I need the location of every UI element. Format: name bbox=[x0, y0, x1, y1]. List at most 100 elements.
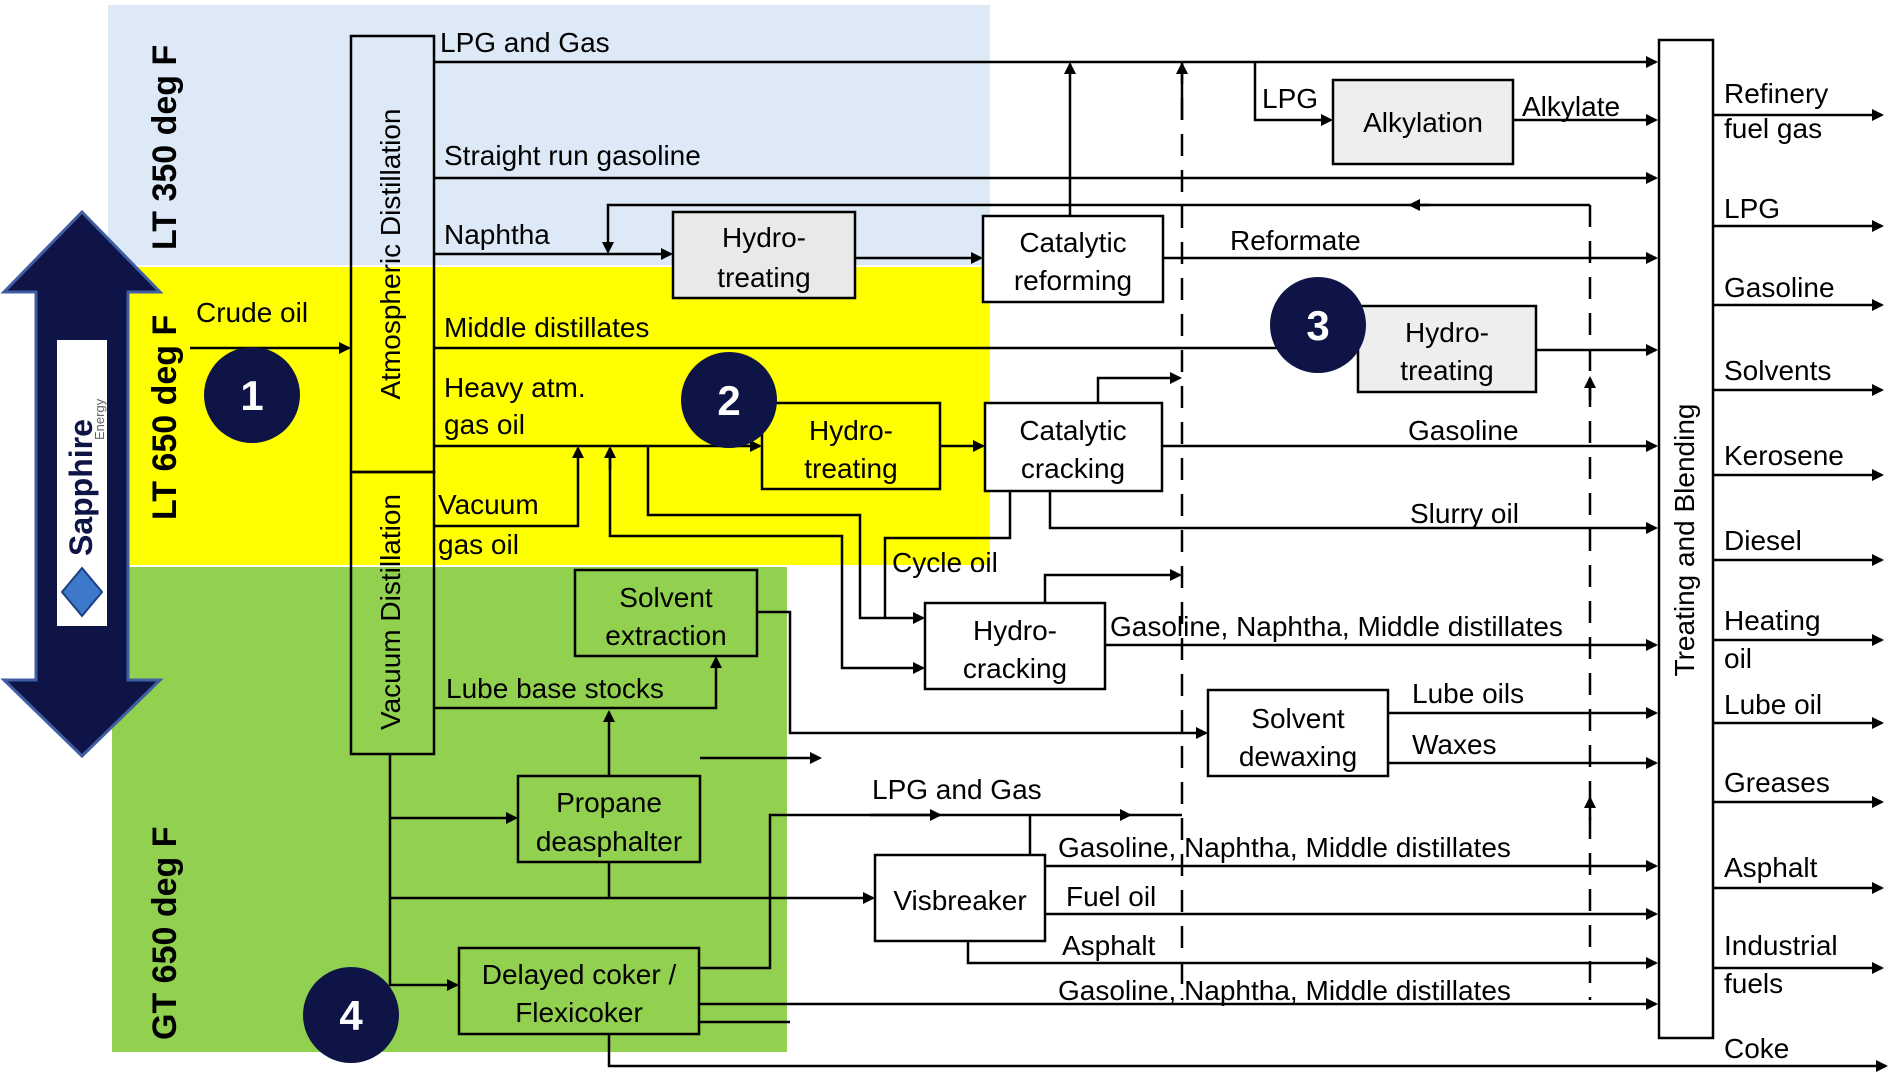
product-industrial-fuels-1: Industrial bbox=[1724, 930, 1838, 961]
hydrogen-recycle-line bbox=[602, 203, 1590, 254]
product-solvents: Solvents bbox=[1724, 355, 1831, 386]
delayed-coker-label-2: Flexicoker bbox=[515, 997, 643, 1028]
product-heating-oil-1: Heating bbox=[1724, 605, 1821, 636]
sapphire-logo-text: Sapphire bbox=[63, 419, 99, 556]
return-line-1 bbox=[608, 448, 925, 674]
catalytic-cracking-label-2: cracking bbox=[1021, 453, 1125, 484]
solvent-dewaxing-label-2: dewaxing bbox=[1239, 741, 1357, 772]
sapphire-logo-subtext: Energy bbox=[92, 398, 107, 440]
solvent-extraction-label-1: Solvent bbox=[619, 582, 713, 613]
gasoline-label: Gasoline bbox=[1408, 415, 1519, 446]
lpg-label: LPG bbox=[1262, 83, 1318, 114]
lube-oils-label: Lube oils bbox=[1412, 678, 1524, 709]
zone-label-mid: LT 650 deg F bbox=[146, 315, 184, 520]
vacuum-distillation-label: Vacuum Distillation bbox=[375, 494, 406, 730]
catalytic-cracking-box bbox=[983, 401, 1164, 493]
alkylation-label: Alkylation bbox=[1363, 107, 1483, 138]
coker-gas-line bbox=[699, 809, 1132, 970]
catalytic-reforming-box bbox=[981, 214, 1165, 304]
hydrotreating-2-label-2: treating bbox=[804, 453, 897, 484]
solvent-extraction-label-2: extraction bbox=[605, 620, 726, 651]
lpg-gas-label: LPG and Gas bbox=[440, 27, 610, 58]
propane-deasphalter-label-2: deasphalter bbox=[536, 826, 682, 857]
marker-2: 2 bbox=[681, 352, 777, 448]
marker-4: 4 bbox=[303, 967, 399, 1063]
hydrotreating-3-box bbox=[1356, 304, 1538, 394]
waxes-label: Waxes bbox=[1412, 729, 1497, 760]
product-lube-oil: Lube oil bbox=[1724, 689, 1822, 720]
zone-label-light: LT 350 deg F bbox=[146, 45, 184, 250]
solvent-extraction-out-line bbox=[757, 610, 1208, 739]
heavy-atm-label-1: Heavy atm. bbox=[444, 372, 586, 403]
catalytic-cracking-label-1: Catalytic bbox=[1019, 415, 1126, 446]
lpg-gas-2-label: LPG and Gas bbox=[872, 774, 1042, 805]
svg-text:3: 3 bbox=[1306, 302, 1329, 349]
treating-blending-label: Treating and Blending bbox=[1669, 404, 1700, 677]
marker-3: 3 bbox=[1270, 277, 1366, 373]
product-coke: Coke bbox=[1724, 1033, 1789, 1064]
vacuum-gas-oil-line bbox=[434, 446, 584, 528]
catalytic-reforming-label-2: reforming bbox=[1014, 265, 1132, 296]
gnm-label-1: Gasoline, Naphtha, Middle distillates bbox=[1110, 611, 1563, 642]
solvent-dewaxing-box bbox=[1206, 688, 1390, 778]
product-asphalt: Asphalt bbox=[1724, 852, 1818, 883]
treating-blending-box bbox=[1657, 38, 1715, 1040]
zone-heavy-band bbox=[112, 567, 787, 1052]
hydrotreating-1-label-1: Hydro- bbox=[722, 222, 806, 253]
lube-base-stocks-line bbox=[434, 656, 722, 710]
propane-deasphalter-label-1: Propane bbox=[556, 787, 662, 818]
hydrocracking-label-1: Hydro- bbox=[973, 615, 1057, 646]
catalytic-reforming-label-1: Catalytic bbox=[1019, 227, 1126, 258]
fuel-oil-label: Fuel oil bbox=[1066, 881, 1156, 912]
delayed-coker-label-1: Delayed coker / bbox=[482, 959, 677, 990]
vacuum-bottoms-line bbox=[388, 754, 459, 991]
vacuum-gas-oil-label-1: Vacuum bbox=[438, 489, 539, 520]
zone-label-heavy: GT 650 deg F bbox=[146, 827, 184, 1041]
cycle-oil-label: Cycle oil bbox=[892, 547, 998, 578]
asphalt-stream-label: Asphalt bbox=[1062, 930, 1156, 961]
alkylation-box bbox=[1331, 78, 1515, 166]
reformate-label: Reformate bbox=[1230, 225, 1361, 256]
sapphire-logo-diamond bbox=[60, 566, 104, 618]
coke-line bbox=[607, 1034, 1888, 1072]
product-labels: Refinery fuel gas LPG Gasoline Solvents … bbox=[1724, 78, 1844, 1064]
cycle-oil-line bbox=[883, 491, 1012, 618]
straight-run-gasoline-label: Straight run gasoline bbox=[444, 140, 701, 171]
visbreaker-box bbox=[873, 853, 1047, 943]
hydrocracking-box bbox=[923, 601, 1107, 691]
hydrocracking-label-2: cracking bbox=[963, 653, 1067, 684]
hydrotreating-2-label-1: Hydro- bbox=[809, 415, 893, 446]
product-kerosene: Kerosene bbox=[1724, 440, 1844, 471]
product-refinery-fuel-gas-1: Refinery bbox=[1724, 78, 1828, 109]
slurry-oil-line bbox=[1048, 491, 1658, 534]
delayed-coker-box bbox=[457, 946, 701, 1036]
hydrocracking-offgas-line bbox=[1043, 569, 1182, 603]
vacuum-distillation-box bbox=[349, 470, 436, 756]
solvent-dewaxing-label-1: Solvent bbox=[1251, 703, 1345, 734]
heavy-atm-label-2: gas oil bbox=[444, 409, 525, 440]
lpg-alkylation-line bbox=[1253, 62, 1333, 126]
hydrotreating-1-label-2: treating bbox=[717, 262, 810, 293]
product-heating-oil-2: oil bbox=[1724, 643, 1752, 674]
product-gasoline: Gasoline bbox=[1724, 272, 1835, 303]
hydrotreating-3-label-2: treating bbox=[1400, 355, 1493, 386]
asphalt-line bbox=[966, 941, 1658, 969]
svg-text:4: 4 bbox=[339, 992, 363, 1039]
alkylate-label: Alkylate bbox=[1522, 91, 1620, 122]
visbreaker-label: Visbreaker bbox=[893, 885, 1026, 916]
marker-1: 1 bbox=[204, 347, 300, 443]
product-refinery-fuel-gas-2: fuel gas bbox=[1724, 113, 1822, 144]
middle-distillates-label: Middle distillates bbox=[444, 312, 649, 343]
gnm-label-2: Gasoline, Naphtha, Middle distillates bbox=[1058, 832, 1511, 863]
naphtha-label: Naphtha bbox=[444, 219, 550, 250]
crude-oil-label: Crude oil bbox=[196, 297, 308, 328]
svg-text:1: 1 bbox=[240, 372, 263, 419]
lube-base-stocks-label: Lube base stocks bbox=[446, 673, 664, 704]
product-arrows bbox=[1713, 109, 1884, 974]
hydrotreating-1-box bbox=[671, 210, 857, 300]
product-industrial-fuels-2: fuels bbox=[1724, 968, 1783, 999]
hydrotreating-3-label-1: Hydro- bbox=[1405, 317, 1489, 348]
product-greases: Greases bbox=[1724, 767, 1830, 798]
